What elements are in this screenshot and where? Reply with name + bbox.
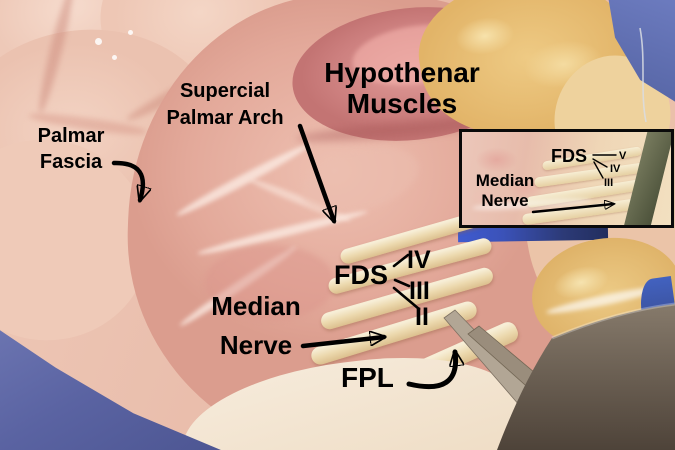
suture-wire [639,27,647,123]
label-inset-fds-v: V [619,150,627,162]
moisture-highlight [95,38,102,45]
moisture-highlight [112,55,117,60]
label-inset-fds-iii: III [604,177,614,189]
label-fds-ii: II [415,303,429,331]
inset-instrument [618,132,671,225]
label-fds-iv: IV [407,246,431,274]
label-fpl: FPL [341,362,394,393]
label-superficial-palmar-arch: Supercial Palmar Arch [166,80,284,129]
label-hypothenar-muscles: Hypothenar Muscles [324,57,480,120]
tissue-patch [205,245,335,320]
moisture-highlight [128,30,133,35]
label-median-nerve: Median Nerve [211,291,301,360]
label-inset-fds: FDS [551,146,587,166]
label-inset-fds-iv: IV [610,163,621,175]
label-inset-median-nerve: Median Nerve [475,171,535,211]
label-fds: FDS [334,260,388,290]
label-palmar-fascia: Palmar Fascia [37,125,105,173]
instrument-handle [497,304,675,450]
instrument-highlight [551,302,675,340]
